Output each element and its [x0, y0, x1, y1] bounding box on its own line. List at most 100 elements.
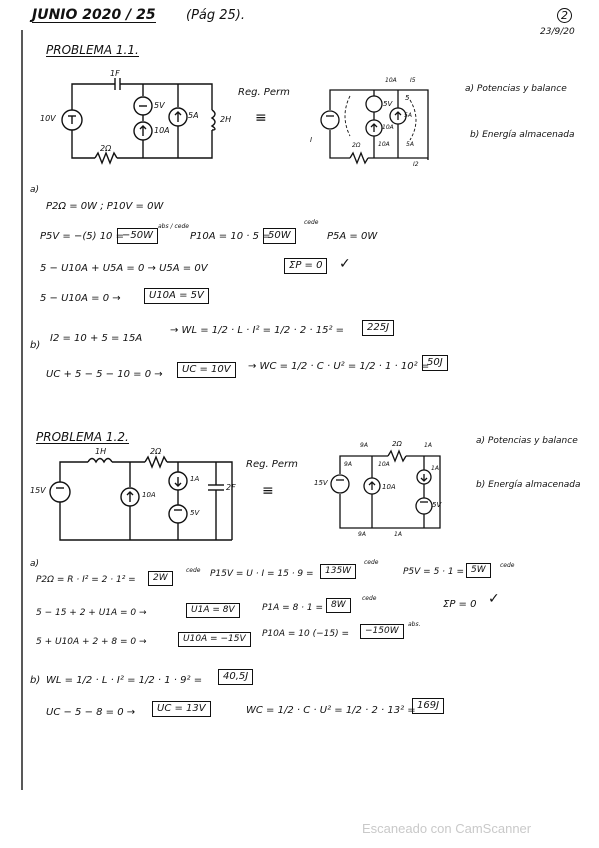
problem1-title: PROBLEMA 1.1. [46, 43, 139, 57]
problem2-regperm: Reg. Perm [246, 459, 298, 470]
c1r-label-2: 5V [383, 100, 393, 108]
p2-a-line7: P10A = 10 (−15) = [262, 629, 350, 639]
p2-question-b: b) Energía almacenada [476, 480, 581, 490]
c1r-label-3: 5 [405, 94, 410, 102]
c1r-label-8: 5A [406, 141, 414, 148]
header-date: 23/9/20 [540, 27, 575, 37]
p2-a-line1-result: 2W [148, 571, 173, 586]
p2-a-line5: P1A = 8 · 1 = [262, 603, 324, 613]
p1-a-line6-result: U10A = 5V [144, 288, 209, 304]
c1-label-10v: 10V [40, 114, 56, 123]
c2r-label-3: 9A [344, 461, 352, 468]
c2r-label-1: 2Ω [392, 440, 402, 448]
p1-b-line1b-result: 225J [362, 320, 395, 336]
p2-a-line5-note: cede [362, 595, 377, 602]
c2r-label-10: 1A [394, 531, 402, 538]
p2-b-line2b-result: 169J [412, 698, 445, 714]
p1-b-line2-result: UC = 10V [177, 362, 236, 378]
c1-label-5v: 5V [154, 101, 165, 110]
p2-part-b: b) [30, 675, 41, 686]
c1r-label-7: 10A [378, 141, 390, 148]
c1r-label-9: 2Ω [352, 142, 361, 149]
c2-label-1a: 1A [190, 475, 200, 483]
p1-a-line2: P5V = −(5) 10 = [40, 231, 124, 242]
p2-a-line3-note: cede [500, 562, 515, 569]
c1r-label-10: I2 [413, 161, 419, 168]
problem2-equals: ≡ [262, 483, 274, 499]
c2r-label-9: 9A [358, 531, 366, 538]
p2-a-line2: P15V = U · I = 15 · 9 = [210, 569, 314, 579]
p2-a-line2-result: 135W [320, 564, 357, 579]
p2-a-line2-note: cede [364, 559, 379, 566]
p1-b-line2b-result: 50J [422, 355, 448, 371]
p1-b-line1b: → WL = 1/2 · L · I² = 1/2 · 2 · 15² = [170, 325, 345, 336]
p2-balance: ΣP = 0 [443, 599, 477, 610]
header-title: JUNIO 2020 / 25 [32, 7, 156, 23]
c1r-label-0: 10A [385, 77, 397, 84]
c2r-label-4: 10A [378, 461, 390, 468]
p2-b-line1-result: 40,5J [218, 669, 254, 685]
p2-question-a: a) Potencias y balance [476, 436, 578, 446]
p1-a-line5: 5 − U10A + U5A = 0 → U5A = 0V [40, 263, 208, 274]
c1r-label-6: I [310, 136, 313, 144]
c2r-label-8: 5V [432, 501, 442, 509]
c1r-label-1: I5 [410, 77, 416, 84]
p2-a-line6: 5 + U10A + 2 + 8 = 0 → [36, 637, 147, 647]
p2-a-line1: P2Ω = R · I² = 2 · 1² = [36, 575, 136, 585]
p2-b-line2: UC − 5 − 8 = 0 → [46, 707, 136, 718]
p2-a-line3-result: 5W [466, 563, 491, 578]
p1-balance-check: ✓ [339, 256, 351, 272]
c1-label-1f: 1F [110, 69, 120, 78]
p2-b-line1: WL = 1/2 · L · I² = 1/2 · 1 · 9² = [46, 675, 203, 686]
p2-part-a: a) [30, 559, 40, 569]
c1-label-2ohm: 2Ω [100, 144, 112, 153]
p1-b-line1: I2 = 10 + 5 = 15A [50, 333, 143, 344]
c1r-label-4: 10A [382, 124, 394, 131]
c2r-label-7: 10A [382, 483, 396, 491]
p1-question-b: b) Energía almacenada [470, 130, 575, 140]
p1-a-line6: 5 − U10A = 0 → [40, 293, 121, 304]
p1-question-a: a) Potencias y balance [465, 84, 567, 94]
p2-a-line7-result: −150W [360, 624, 404, 639]
p2-b-line2-result: UC = 13V [152, 701, 211, 717]
problem1-equals: ≡ [255, 110, 267, 126]
problem1-regperm: Reg. Perm [238, 87, 290, 98]
p1-b-line2: UC + 5 − 5 − 10 = 0 → [46, 369, 163, 380]
c2r-label-2: 1A [424, 442, 432, 449]
c2-label-1h: 1H [95, 447, 107, 456]
p1-a-line1: P2Ω = 0W ; P10V = 0W [46, 201, 164, 212]
p1-a-line3: P10A = 10 · 5 = [190, 231, 271, 242]
p1-a-line3-note: cede [304, 219, 319, 226]
c2-label-2f: 2F [226, 483, 236, 492]
camscanner-watermark: Escaneado con CamScanner [362, 821, 532, 836]
p1-a-line3-result: 50W [263, 228, 296, 244]
p2-b-line2b: WC = 1/2 · C · U² = 1/2 · 2 · 13² = [246, 705, 416, 716]
p2-a-line6-result: U10A = −15V [178, 632, 251, 647]
c1-label-2h: 2H [220, 115, 232, 124]
c2-label-15v: 15V [30, 486, 46, 495]
c2r-label-0: 9A [360, 442, 368, 449]
c2-label-2ohm: 2Ω [150, 447, 162, 456]
p2-a-line1-note: cede [186, 567, 201, 574]
header-page-ref: (Pág 25). [186, 8, 246, 23]
c2r-label-6: 15V [314, 479, 328, 487]
p2-a-line7-note: abs. [408, 621, 421, 628]
page-number: 2 [557, 8, 572, 23]
p1-b-line2b: → WC = 1/2 · C · U² = 1/2 · 1 · 10² = [248, 361, 430, 372]
c2-label-5v: 5V [190, 509, 200, 517]
c2r-label-5: 1A [431, 465, 439, 472]
p1-balance-result: ΣP = 0 [284, 258, 328, 274]
c1-label-5a: 5A [188, 111, 199, 120]
c2-label-10a: 10A [142, 491, 156, 499]
p2-a-line3: P5V = 5 · 1 = [403, 567, 465, 577]
p2-a-line4: 5 − 15 + 2 + U1A = 0 → [36, 608, 147, 618]
p1-a-line2-result: −50W [117, 228, 158, 244]
p2-a-line5-result: 8W [326, 598, 351, 613]
p1-a-line2-note: abs / cede [158, 223, 189, 230]
